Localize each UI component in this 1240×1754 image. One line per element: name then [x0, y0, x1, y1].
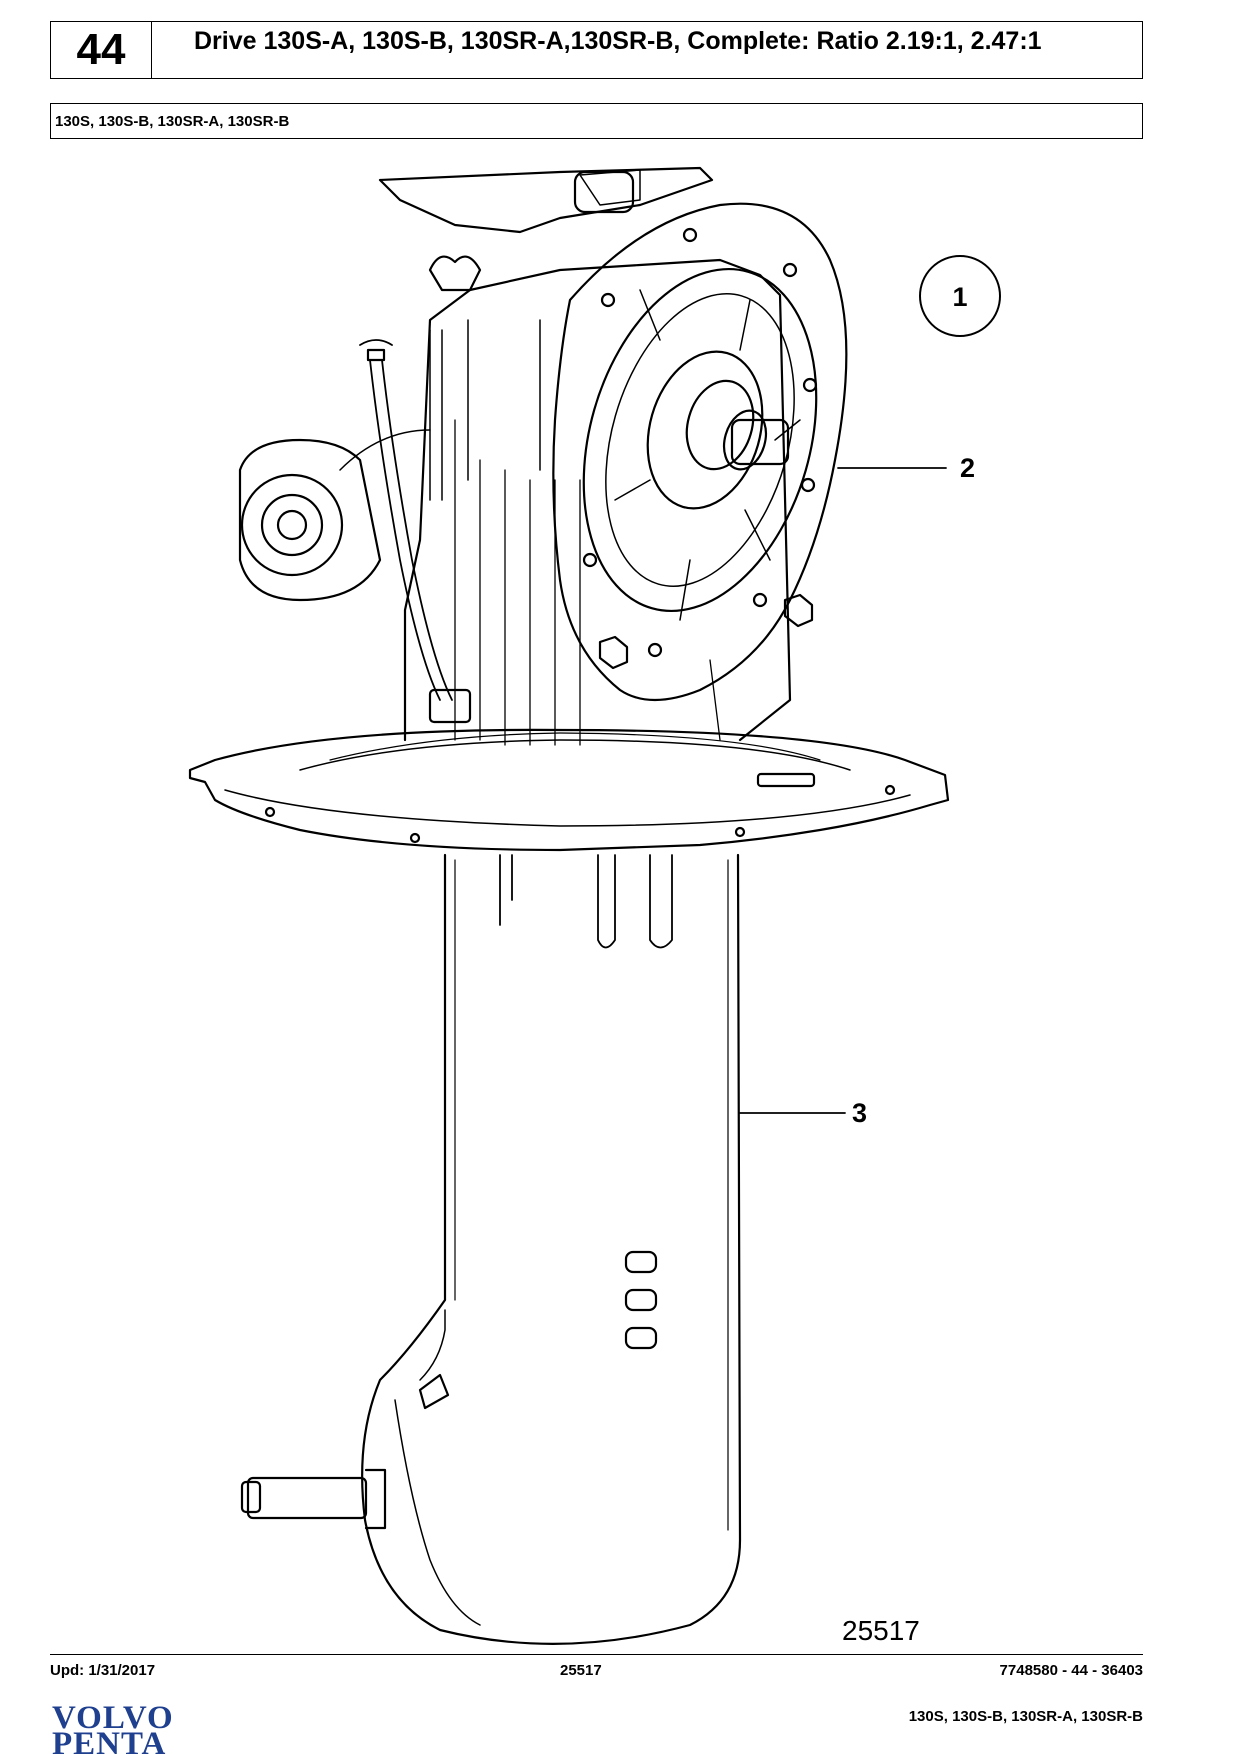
volvo-penta-logo: VOLVO PENTA	[52, 1700, 174, 1754]
svg-text:PENTA: PENTA	[52, 1726, 166, 1754]
document-reference: 7748580 - 44 - 36403	[999, 1662, 1143, 1679]
drive-exploded-illustration: 1 2 3 25517	[188, 166, 1001, 1646]
callout-1-label: 1	[952, 282, 967, 312]
callout-2-label: 2	[960, 453, 975, 483]
callout-1	[919, 255, 1001, 337]
updated-date: Upd: 1/31/2017	[50, 1662, 156, 1679]
lower-housing-drawing	[240, 853, 742, 1645]
page-number: 44	[51, 22, 152, 78]
gear-housing-drawing	[238, 166, 792, 746]
footer-model-list: 130S, 130S-B, 130SR-A, 130SR-B	[908, 1708, 1143, 1725]
coolant-tubes-drawing	[499, 854, 673, 949]
mounting-flange-drawing	[188, 728, 950, 852]
variant-label: 130S, 130S-B, 130SR-A, 130SR-B	[50, 103, 1143, 139]
page-title: Drive 130S-A, 130S-B, 130SR-A,130SR-B, C…	[194, 27, 1042, 55]
page-header: 44 Drive 130S-A, 130S-B, 130SR-A,130SR-B…	[50, 21, 1143, 79]
svg-text:VOLVO: VOLVO	[52, 1700, 174, 1736]
callout-3-label: 3	[852, 1098, 867, 1128]
footer-divider	[50, 1654, 1143, 1655]
drawing-number: 25517	[842, 1615, 920, 1646]
image-id: 25517	[560, 1662, 602, 1679]
drive-flange-drawing	[552, 202, 848, 702]
